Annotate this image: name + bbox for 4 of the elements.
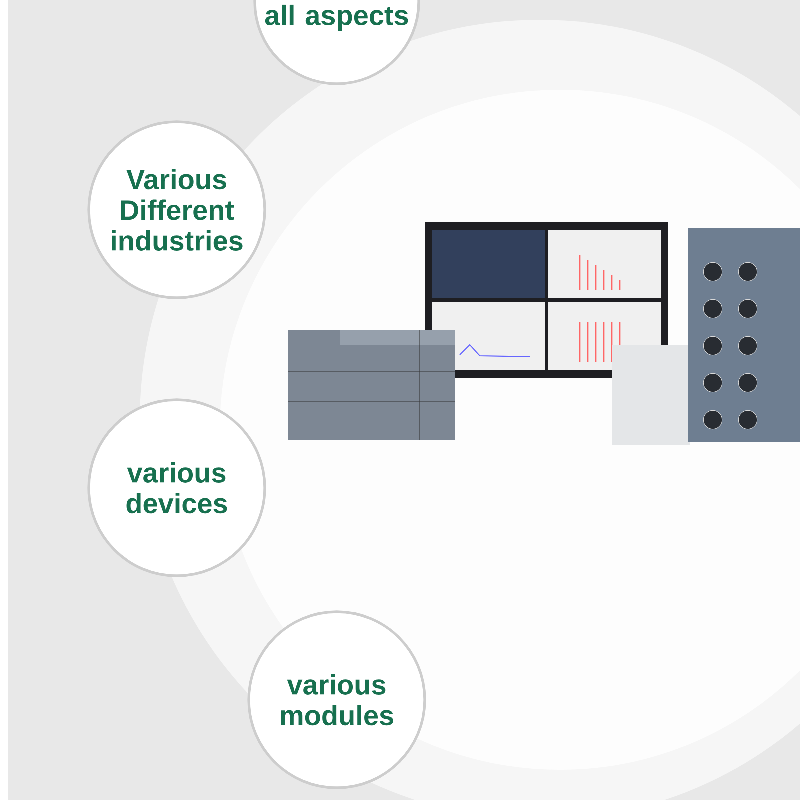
circle-node: Various Different industries <box>88 120 266 300</box>
circle-node: various devices <box>88 398 266 578</box>
circle-node: various modules <box>248 610 426 790</box>
node-label: various modules <box>281 674 394 726</box>
